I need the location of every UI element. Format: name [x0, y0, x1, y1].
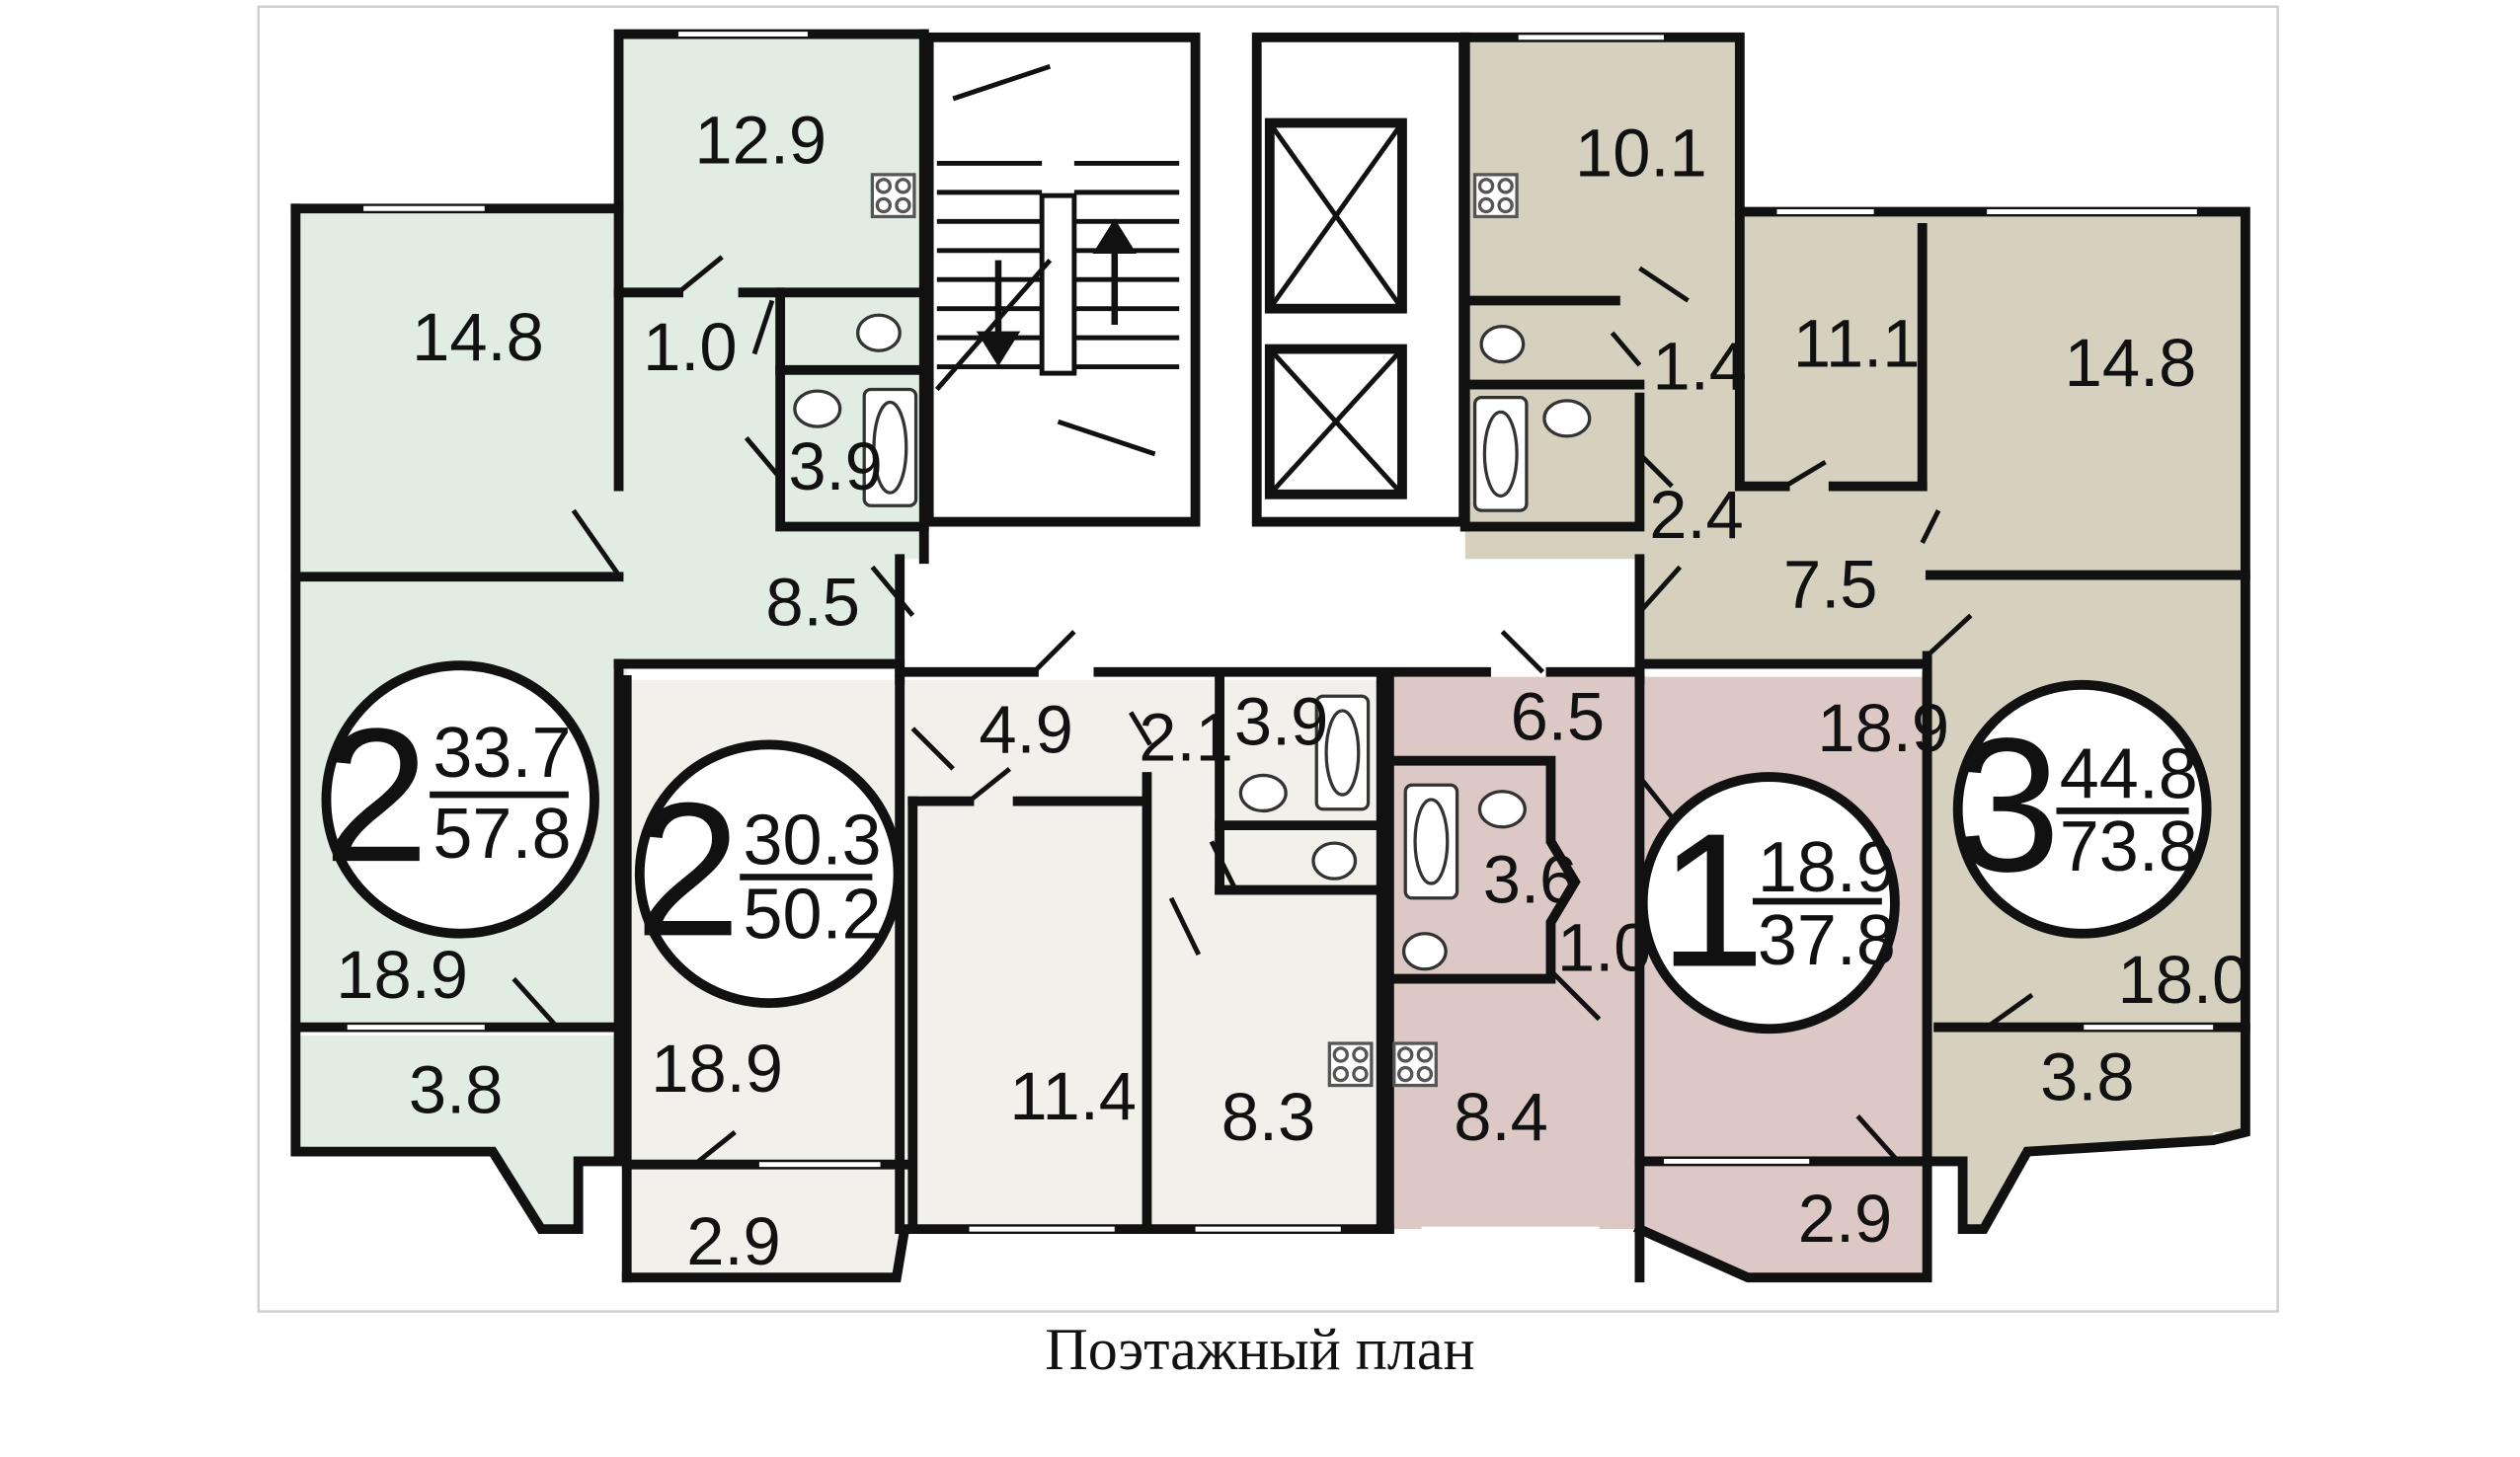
apartment-living-area: 44.8	[2060, 734, 2198, 813]
room-area: 8.4	[1454, 1079, 1548, 1155]
balcony-left-fill	[295, 1035, 619, 1230]
apartment-living-area: 30.3	[744, 801, 882, 880]
elevators	[1264, 117, 1407, 499]
toilet-icon	[1401, 932, 1448, 971]
apartment-rooms: 2	[323, 688, 429, 901]
room-area: 18.9	[651, 1031, 783, 1107]
apartment-total-area: 50.2	[744, 876, 882, 955]
room-area: 2.9	[686, 1203, 781, 1279]
room-area: 7.5	[1783, 546, 1877, 622]
room-area: 4.9	[979, 692, 1072, 768]
sink-icon	[793, 389, 842, 428]
apartment-rooms: 3	[1954, 698, 2060, 911]
room-area: 2.1	[1139, 700, 1233, 776]
sink-icon	[1238, 773, 1288, 813]
room-area: 3.8	[409, 1051, 504, 1127]
room-area: 2.4	[1649, 477, 1744, 553]
room-area: 10.1	[1575, 115, 1707, 192]
room-area: 1.4	[1653, 328, 1747, 404]
room-area: 6.5	[1511, 678, 1606, 754]
apartment-rooms: 2	[635, 762, 741, 975]
windows	[347, 32, 2214, 1232]
room-area: 8.5	[765, 564, 859, 640]
doors	[512, 63, 2034, 1167]
toilet-icon	[1311, 841, 1358, 881]
stair-arrows	[976, 218, 1138, 367]
apartment-badge-1room: 1 18.9 37.8	[1637, 772, 1900, 1035]
room-area: 3.8	[2040, 1038, 2135, 1114]
room-area: 14.8	[2065, 325, 2197, 401]
room-area: 14.8	[412, 299, 544, 375]
apartment-badge-2room-left: 2 33.7 57.8	[321, 660, 599, 939]
room-area: 8.3	[1221, 1079, 1316, 1155]
sanitary-fixtures	[793, 313, 1592, 971]
stove-icons	[870, 173, 1519, 1088]
stair-steps	[934, 160, 1180, 392]
room-area: 18.9	[336, 937, 468, 1013]
room-area: 1.0	[1557, 909, 1652, 985]
room-area: 2.9	[1798, 1181, 1892, 1257]
sink-icon	[1542, 399, 1592, 438]
room-area: 12.9	[694, 102, 827, 178]
apartment-total-area: 73.8	[2060, 807, 2198, 886]
room-area: 1.0	[643, 309, 738, 385]
apartment-badge-2room-mid: 2 30.3 50.2	[635, 739, 904, 1009]
room-area-labels: 12.9 14.8 1.0 3.9 8.5 18.9 3.8 4.9 18.9 …	[336, 102, 2249, 1279]
apartment-total-area: 37.8	[1758, 901, 1896, 980]
apartment-badge-3room: 3 44.8 73.8	[1952, 679, 2212, 939]
apartment-living-area: 33.7	[433, 714, 571, 793]
apartment-total-area: 57.8	[433, 795, 571, 874]
room-area: 18.0	[2118, 942, 2250, 1018]
room-area: 3.9	[788, 428, 883, 504]
room-area: 11.1	[1793, 306, 1921, 382]
sink-icon	[1477, 790, 1527, 829]
toilet-icon	[856, 313, 902, 352]
room-area: 3.6	[1483, 842, 1578, 918]
room-area: 11.4	[1009, 1058, 1137, 1134]
room-area: 18.9	[1817, 690, 1949, 766]
toilet-icon	[1479, 325, 1526, 364]
room-area: 3.9	[1234, 683, 1329, 759]
apartment-living-area: 18.9	[1758, 828, 1896, 907]
plan-caption: Поэтажный план	[1045, 1317, 1475, 1382]
apartment-rooms: 1	[1659, 793, 1765, 1006]
